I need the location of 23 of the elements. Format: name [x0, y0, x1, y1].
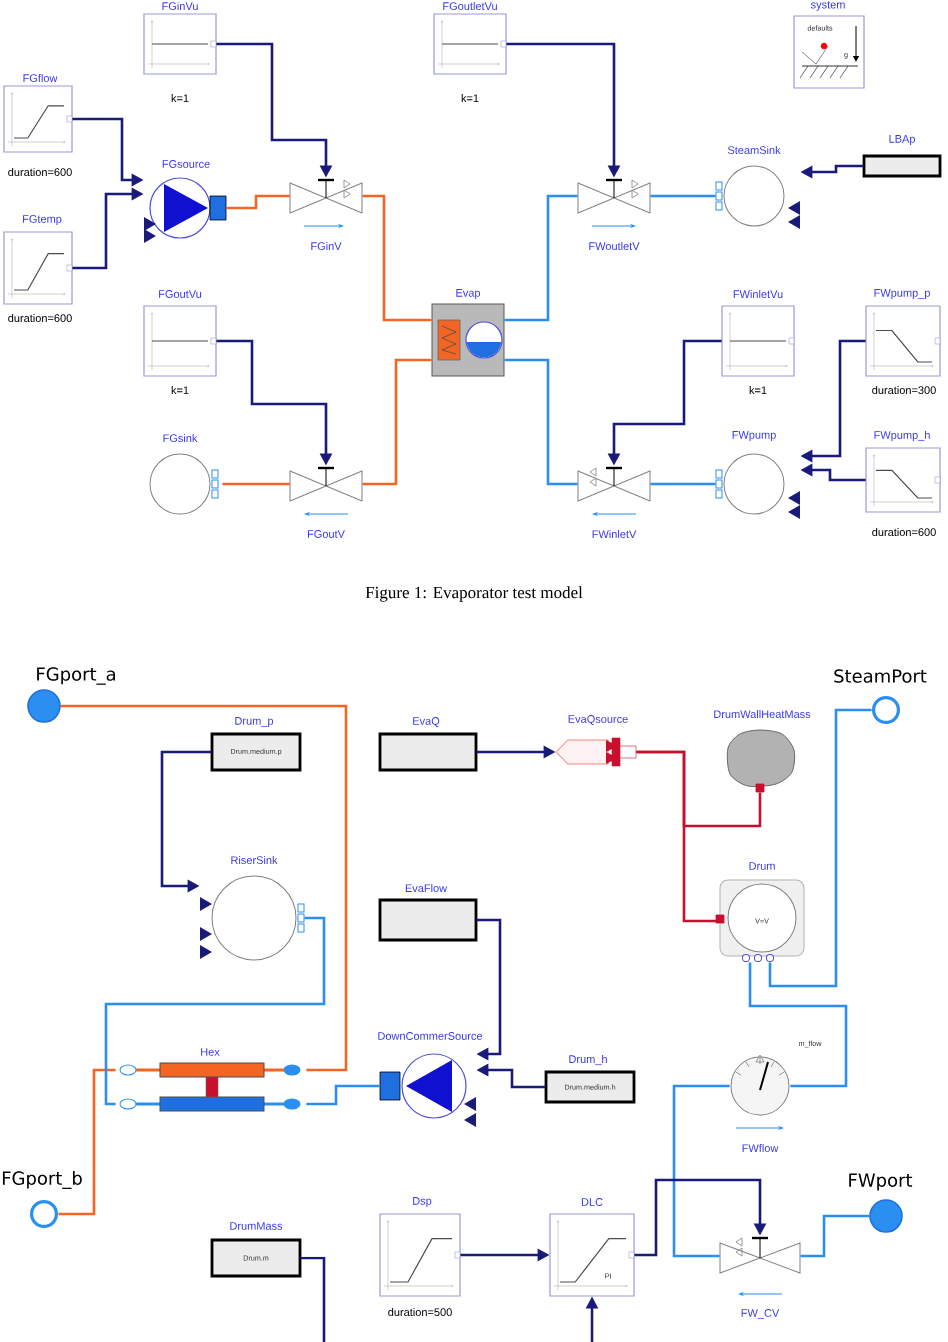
connector-line — [504, 194, 578, 322]
connector-line — [800, 1214, 870, 1258]
caption: Figure 1: Evaporator test model — [365, 586, 583, 602]
connector-line — [650, 194, 716, 198]
port-label: FGport_a — [37, 667, 115, 685]
port-label: FGport_b — [2, 1171, 82, 1189]
connector-line — [58, 1068, 116, 1216]
connector-line — [650, 482, 716, 486]
port-label: FWport — [849, 1173, 913, 1191]
connector-line — [504, 358, 578, 486]
arrow — [634, 1178, 767, 1257]
connector-line — [60, 704, 348, 1072]
connector-line — [222, 482, 290, 486]
connector-line — [362, 194, 432, 322]
connector-line — [300, 1256, 326, 1342]
connector-line — [306, 1084, 380, 1106]
connector-line — [636, 750, 720, 923]
connector-line — [672, 1084, 730, 1258]
arrow — [476, 918, 502, 1061]
connector-line — [768, 708, 872, 988]
connector-line — [226, 194, 290, 210]
port-label: SteamPort — [834, 669, 927, 683]
connector-line — [362, 358, 432, 486]
